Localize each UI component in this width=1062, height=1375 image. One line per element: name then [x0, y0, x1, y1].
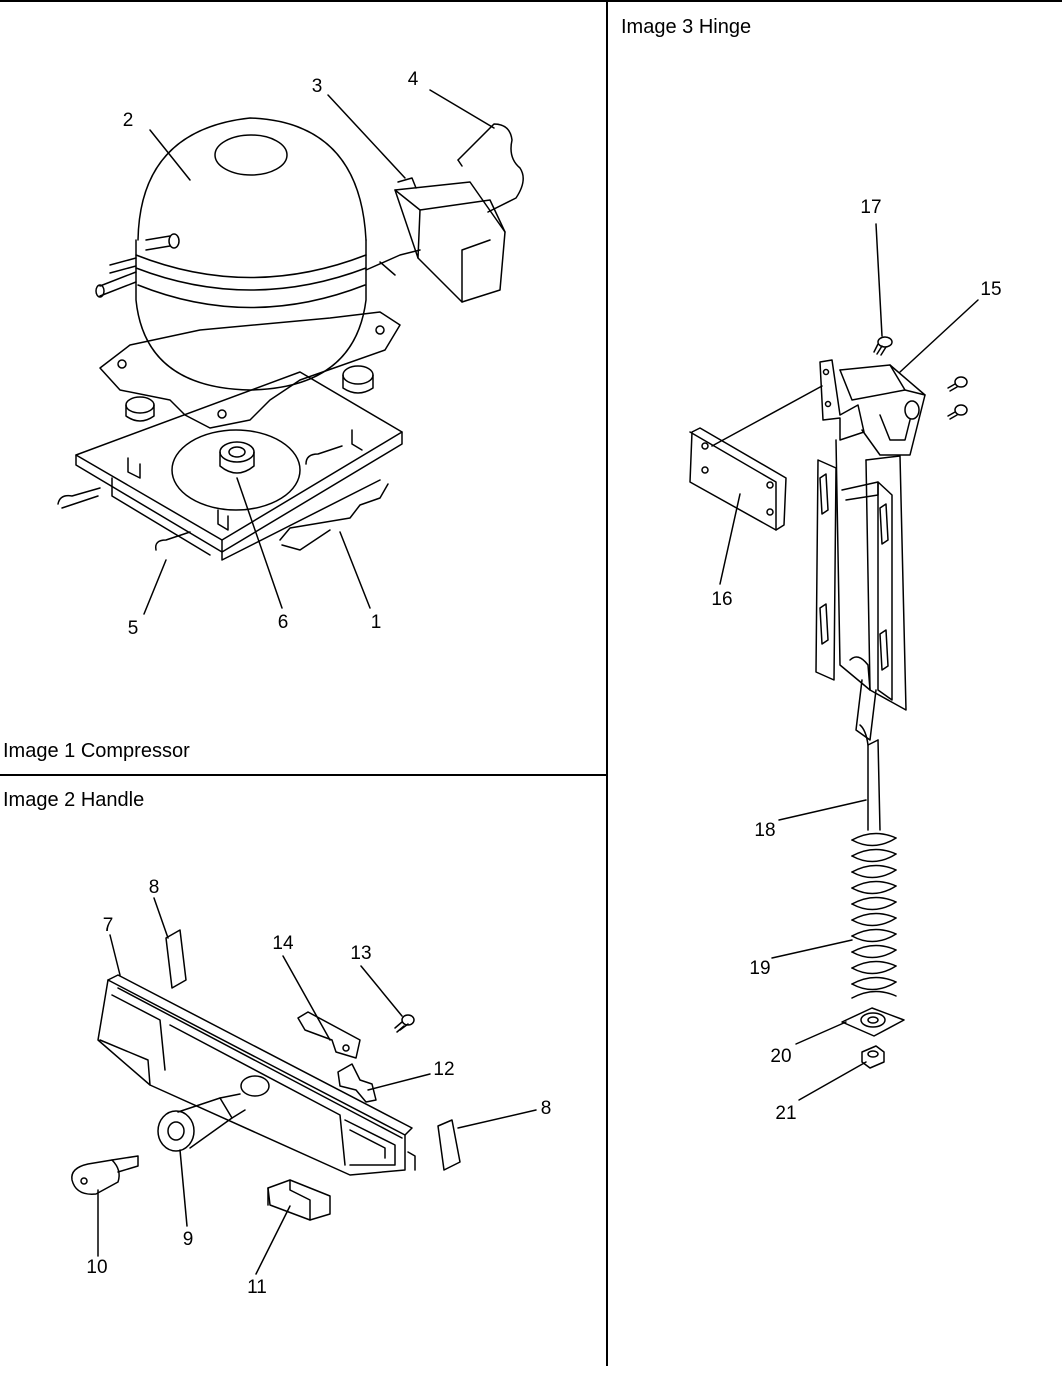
handle-body-drawing	[97, 974, 416, 1176]
callout-4: 4	[408, 69, 419, 90]
washer-plate-drawing	[841, 1007, 905, 1037]
compressor-assembly	[57, 89, 524, 615]
callout-6: 6	[278, 612, 289, 633]
base-plate-drawing	[75, 371, 403, 561]
callout-5: 5	[128, 618, 139, 639]
callout-14: 14	[272, 933, 294, 954]
hinge-caption: Image 3 Hinge	[621, 16, 752, 38]
callout-20: 20	[770, 1046, 791, 1067]
callout-2: 2	[123, 110, 134, 131]
hinge-rod-drawing	[855, 679, 881, 831]
callout-7: 7	[103, 915, 114, 936]
screw-13-drawing	[394, 1014, 415, 1033]
callout-21: 21	[775, 1103, 796, 1124]
handle-assembly	[71, 897, 537, 1275]
callout-8-top: 8	[149, 877, 160, 898]
hinge-assembly	[689, 223, 979, 1101]
spring-clip-drawing	[337, 1063, 377, 1103]
callout-11: 11	[247, 1277, 267, 1298]
key-drawing	[71, 1155, 139, 1195]
mount-disc-drawing	[171, 429, 301, 511]
callout-17: 17	[860, 197, 881, 218]
clips-drawing	[57, 445, 343, 551]
grommets-drawing	[125, 365, 374, 474]
horizontal-divider	[0, 774, 607, 776]
nut-drawing	[861, 1045, 885, 1069]
insert-drawing	[267, 1179, 331, 1221]
callout-1: 1	[371, 612, 382, 633]
lock-cylinder-drawing	[157, 1093, 246, 1152]
latch-drawing	[297, 1011, 361, 1059]
callout-labels: 1 2 3 4 5 6 7 8 8 9 10 11 12 13 14 15 16…	[86, 69, 1001, 1298]
compressor-bracket-drawing	[99, 311, 401, 429]
mounting-plate-drawing	[689, 427, 787, 531]
vertical-divider	[606, 0, 608, 1366]
hinge-bracket-drawing	[819, 359, 926, 456]
nameplates-drawing	[165, 929, 461, 1171]
callout-10: 10	[86, 1257, 107, 1278]
compressor-dome-drawing	[95, 117, 367, 391]
coil-spring-drawing	[851, 832, 897, 999]
hinge-arm-drawing	[815, 439, 907, 711]
handle-caption: Image 2 Handle	[3, 789, 145, 811]
callout-8-right: 8	[541, 1098, 552, 1119]
callout-15: 15	[980, 279, 1001, 300]
compressor-caption: Image 1 Compressor	[3, 740, 190, 762]
relay-overload-drawing	[365, 177, 506, 303]
callout-16: 16	[711, 589, 732, 610]
top-rule	[0, 0, 1062, 2]
callout-3: 3	[312, 76, 323, 97]
wire-drawing	[457, 123, 524, 213]
callout-12: 12	[433, 1059, 454, 1080]
screw-17-drawing	[873, 336, 968, 420]
callout-18: 18	[754, 820, 775, 841]
callout-19: 19	[749, 958, 770, 979]
callout-9: 9	[183, 1229, 194, 1250]
callout-13: 13	[350, 943, 371, 964]
